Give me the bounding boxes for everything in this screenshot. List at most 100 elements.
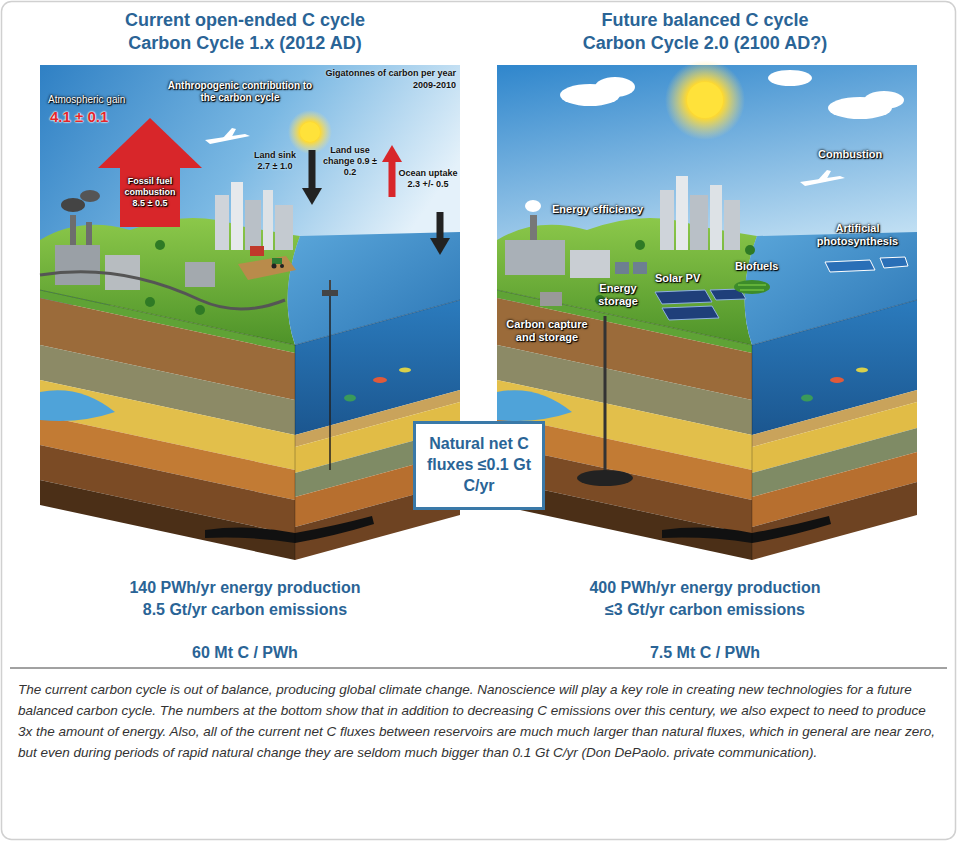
summary-figure: 7.5 Mt C / PWh [505,643,905,662]
tree [155,240,165,250]
city [231,182,243,250]
factory [55,245,100,285]
cloud [595,77,635,97]
oil-rig [322,280,338,470]
biofuel-field [734,280,770,294]
factory [61,198,85,212]
technology-label: Solar PV [655,272,715,285]
airplane [800,170,845,186]
city [215,182,293,250]
city [676,176,688,250]
figure-caption: The current carbon cycle is out of balan… [18,680,940,764]
cloud [864,91,904,109]
sun [665,60,745,140]
city [263,190,273,250]
factory [530,215,537,243]
factory [570,250,610,278]
current-carbon-cycle-illustration [40,65,460,560]
summary-figure: 8.5 Gt/yr carbon emissions [45,600,445,619]
energy-storage [633,262,647,274]
cloud [768,70,812,86]
sun [288,110,332,154]
flux-arrow [389,160,396,197]
flux-arrow [98,118,202,168]
farm [250,246,264,256]
summary-figure: ≤3 Gt/yr carbon emissions [505,600,905,619]
flux-label: Ocean uptake 2.3 +/- 0.5 [398,168,458,190]
tree [145,297,155,307]
flux-label: Land sink 2.7 ± 1.0 [250,150,300,172]
flux-arrow [437,212,444,240]
factory [86,222,92,248]
biofuel-field [734,280,770,294]
solar-panel [655,290,712,304]
technology-label: Energy storage [588,282,648,308]
summary-figure: 60 Mt C / PWh [45,643,445,662]
tree [745,245,755,255]
city [724,200,740,250]
city [660,176,740,250]
technology-label: Artificial photosynthesis [810,222,905,248]
energy-storage [615,262,647,274]
flux-arrow [98,118,202,227]
artificial-photosynthesis-panel [825,257,908,272]
flux-arrow [309,150,316,190]
carbon-storage [577,470,633,486]
summary-figure: 140 PWh/yr energy production [45,578,445,597]
flux-arrow [302,188,322,205]
divider-rule [10,668,947,669]
technology-label: Energy efficiency [552,203,652,216]
current-carbon-cycle-illustration [40,218,460,560]
city [690,195,708,250]
box-text: Natural net C fluxes ≤0.1 Gt C/yr [424,434,534,496]
flux-value: 4.1 ± 0.1 [50,108,130,126]
flux-label: Atmospheric gain [48,94,138,106]
factory [70,215,76,247]
flux-arrow [120,167,180,227]
flux-arrow [430,212,450,255]
farm [238,246,296,280]
tree [195,305,205,315]
artificial-photosynthesis-panel [825,260,875,272]
solar-panel [655,289,746,320]
technology-label: Carbon capture and storage [502,318,592,344]
airplane [222,128,236,140]
sun [300,122,320,142]
city [245,200,261,250]
oil-rig [329,280,331,290]
airplane [205,128,250,144]
factory [185,262,215,287]
flux-label: Land use change 0.9 ± 0.2 [320,145,380,177]
farm [272,258,282,264]
panel-heading: Future balanced C cycle [505,10,905,32]
carbon-storage [540,292,562,306]
city [660,190,674,250]
sun [687,82,723,118]
factory [505,240,565,275]
panel-heading: Carbon Cycle 1.x (2012 AD) [45,33,445,55]
future-carbon-cycle-illustration [497,60,917,560]
oil-rig [329,296,331,470]
flux-arrow [382,145,402,162]
flux-label: Fossil fuel combustion 8.5 ± 0.5 [120,176,180,208]
energy-storage [615,262,629,274]
tree [145,240,205,315]
flux-arrow [430,238,450,255]
city [215,195,229,250]
cloud [560,70,904,119]
flux-note-box: Natural net C fluxes ≤0.1 Gt C/yr [413,421,545,510]
factory [525,200,541,212]
panel-heading: Current open-ended C cycle [45,10,445,32]
panel-heading: Carbon Cycle 2.0 (2100 AD?) [505,33,905,55]
city [710,185,722,250]
biofuel-field [738,284,766,286]
carbon-storage [604,316,607,472]
flux-arrow [302,150,322,205]
city [275,205,293,250]
farm [238,256,296,280]
illustration-title: Anthropogenic contribution to the carbon… [165,80,315,104]
technology-label: Combustion [818,148,898,161]
technology-label: Biofuels [735,260,795,273]
